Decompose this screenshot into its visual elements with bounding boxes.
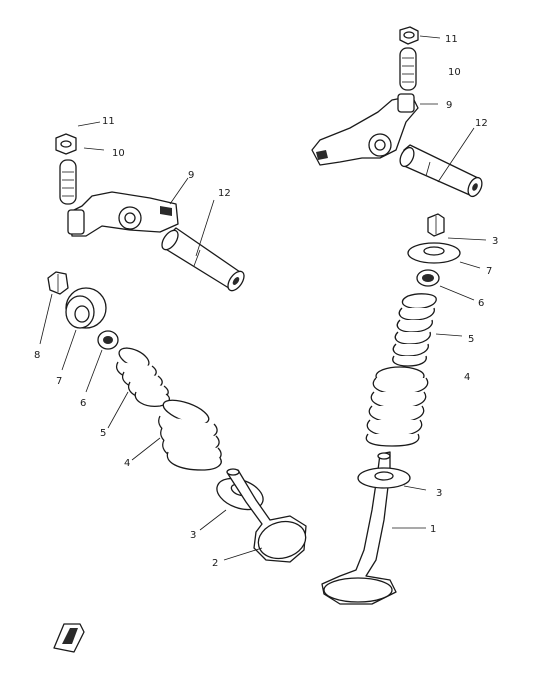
callout-4-left: 4 bbox=[124, 458, 130, 469]
callout-9-left: 9 bbox=[188, 170, 194, 181]
nut-icon bbox=[399, 26, 419, 45]
callout-1: 1 bbox=[430, 524, 436, 535]
oil-seal-icon bbox=[97, 330, 119, 350]
spring-icon bbox=[158, 399, 222, 471]
callout-3-left: 3 bbox=[190, 530, 196, 541]
valve-icon bbox=[226, 468, 307, 563]
front-arrow-icon bbox=[53, 623, 85, 653]
callout-6-right: 6 bbox=[478, 298, 484, 309]
callout-10-right: 10 bbox=[448, 67, 461, 78]
oil-seal-icon bbox=[416, 269, 440, 287]
callout-8: 8 bbox=[34, 350, 40, 361]
nut-icon bbox=[55, 133, 77, 155]
callout-12-left: 12 bbox=[218, 188, 231, 199]
callout-3-right-bottom: 3 bbox=[436, 488, 442, 499]
valve-icon bbox=[321, 451, 411, 605]
callout-12-right: 12 bbox=[475, 118, 488, 129]
callout-5-right: 5 bbox=[468, 334, 474, 345]
callout-10-left: 10 bbox=[112, 148, 125, 159]
adjuster-screw-icon bbox=[59, 159, 77, 205]
cotter-icon bbox=[427, 213, 445, 237]
spring-icon bbox=[365, 366, 429, 447]
callout-3-right-top: 3 bbox=[492, 236, 498, 247]
callout-11-left: 11 bbox=[102, 116, 115, 127]
rocker-shaft-icon bbox=[161, 227, 245, 292]
callout-2: 2 bbox=[212, 558, 218, 569]
rocker-arm-icon bbox=[311, 93, 419, 166]
retainer-icon bbox=[65, 287, 107, 329]
adjuster-screw-icon bbox=[399, 47, 417, 91]
rocker-arm-icon bbox=[67, 191, 179, 237]
retainer-icon bbox=[407, 242, 461, 264]
callout-9-right: 9 bbox=[446, 100, 452, 111]
spring-icon bbox=[392, 293, 437, 367]
callout-4-right: 4 bbox=[464, 372, 470, 383]
callout-7-left: 7 bbox=[56, 376, 62, 387]
callout-7-right: 7 bbox=[486, 266, 492, 277]
cotter-icon bbox=[47, 271, 69, 295]
spring-icon bbox=[116, 347, 171, 407]
callout-5-left: 5 bbox=[100, 428, 106, 439]
callout-11-right: 11 bbox=[445, 34, 458, 45]
leader-lines bbox=[39, 35, 487, 561]
callout-6-left: 6 bbox=[80, 398, 86, 409]
rocker-shaft-icon bbox=[399, 144, 483, 198]
